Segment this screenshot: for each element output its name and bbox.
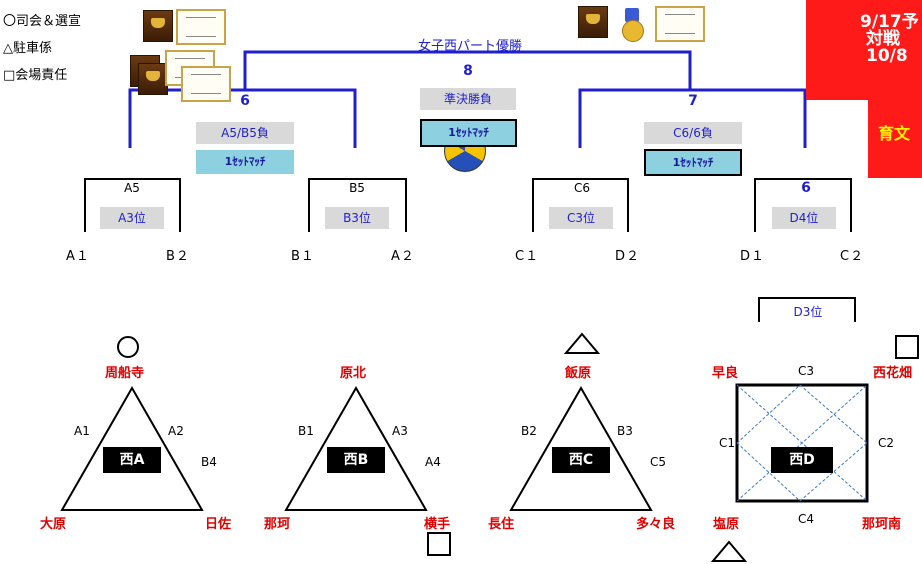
final-set-badge: 1ｾｯﾄﾏｯﾁ — [420, 119, 517, 147]
legend-parking: △駐車係 — [3, 41, 52, 56]
group-d-top-left-team: 早良 — [712, 366, 739, 381]
notice-panel: 9/17予 対戦 10/8 — [806, 0, 922, 100]
trophy-icon — [578, 6, 608, 38]
group-a-bottom-right-team: 日佐 — [205, 517, 232, 532]
group-a-edge-right: A2 — [168, 424, 184, 438]
medal-ribbon-icon — [625, 8, 639, 22]
final-title: 女子西パート優勝 — [418, 39, 523, 54]
qf3-right: D２ — [615, 249, 641, 264]
group-b-name: 西B — [327, 447, 385, 473]
match-no-6: 6 — [240, 93, 250, 109]
qf2-place: B3位 — [325, 207, 389, 229]
notice-panel-lower: 育文 — [868, 100, 922, 178]
group-d-top-right-team: 西花畑 — [873, 366, 913, 381]
group-c-top-team: 飯原 — [565, 366, 592, 381]
notice-line2: 対戦 — [866, 29, 900, 49]
trophy-icon — [143, 10, 173, 42]
notice-bottom: 育文 — [878, 124, 911, 143]
qf1-place: A3位 — [100, 207, 164, 229]
qf2-top: B5 — [349, 181, 365, 195]
group-a-bottom-left-team: 大原 — [40, 517, 67, 532]
group-c-bottom-right-team: 多々良 — [636, 517, 676, 532]
notice-line1: 9/17予 — [860, 12, 919, 32]
group-a-edge-left: A1 — [74, 424, 90, 438]
legend-venue: □会場責任 — [3, 68, 68, 83]
qf4-right: C２ — [840, 249, 865, 264]
legend-mc: 〇司会＆選宣 — [3, 14, 82, 29]
group-c-edge-left: B2 — [521, 424, 537, 438]
qf1-left: A１ — [66, 249, 90, 264]
right-semi-label: C6/6負 — [644, 122, 742, 144]
group-d-name: 西D — [771, 447, 833, 473]
qf2-left: B１ — [291, 249, 315, 264]
group-b-bottom-right-team: 横手 — [424, 517, 451, 532]
certificate-icon — [176, 9, 226, 45]
group-a-name: 西A — [103, 447, 161, 473]
group-d-edge-top: C3 — [798, 364, 815, 378]
semi-result-label: 準決勝負 — [420, 88, 516, 110]
qf3-left: C１ — [515, 249, 540, 264]
gold-medal-icon — [622, 20, 644, 42]
qf3-top: C6 — [573, 181, 590, 195]
qf3-place: C3位 — [549, 207, 613, 229]
certificate-icon — [655, 6, 705, 42]
group-c-edge-right: B3 — [617, 424, 633, 438]
qf2-right: A２ — [391, 249, 415, 264]
qf4-left: D１ — [740, 249, 766, 264]
qf1-top: A5 — [124, 181, 140, 195]
group-a-edge-bottom: B4 — [201, 455, 217, 469]
group-a-top-team: 周船寺 — [105, 366, 145, 381]
group-c-bottom-left-team: 長住 — [488, 517, 515, 532]
certificate-icon — [181, 66, 231, 102]
match-no-8: 8 — [463, 63, 473, 79]
group-d-bottom-left-team: 塩原 — [713, 517, 740, 532]
notice-line3: 10/8 — [866, 46, 908, 66]
group-b-top-team: 原北 — [340, 366, 367, 381]
group-b-bottom-left-team: 那珂 — [264, 517, 291, 532]
group-d-edge-bottom: C4 — [798, 512, 815, 526]
group-d-edge-left: C1 — [719, 436, 736, 450]
group-b-edge-right: A3 — [392, 424, 408, 438]
d3-place: D3位 — [793, 305, 823, 319]
left-semi-label: A5/B5負 — [196, 122, 294, 144]
group-d-edge-right: C2 — [878, 436, 895, 450]
group-c-name: 西C — [552, 447, 610, 473]
trophy-icon — [138, 63, 168, 95]
group-b-edge-left: B1 — [298, 424, 314, 438]
qf4-top: 6 — [801, 180, 811, 196]
match-no-7: 7 — [688, 93, 698, 109]
group-c-edge-bottom: C5 — [650, 455, 667, 469]
qf1-right: B２ — [166, 249, 190, 264]
group-b-edge-bottom: A4 — [425, 455, 441, 469]
group-d-bottom-right-team: 那珂南 — [862, 517, 902, 532]
right-semi-set-badge: 1ｾｯﾄﾏｯﾁ — [644, 149, 742, 176]
left-semi-set-badge: 1ｾｯﾄﾏｯﾁ — [196, 150, 294, 174]
qf4-place: D4位 — [772, 207, 836, 229]
